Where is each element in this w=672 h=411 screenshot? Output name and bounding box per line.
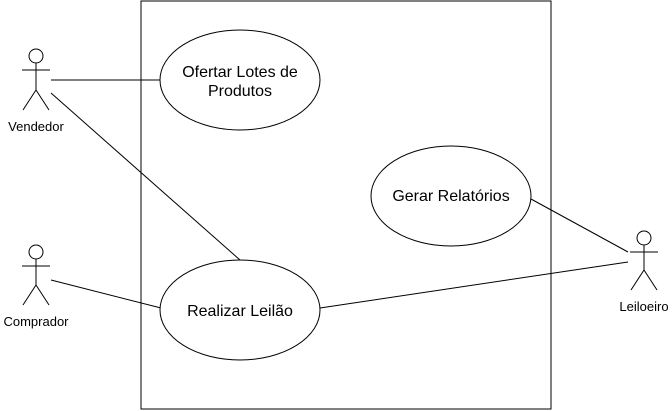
use-case-gerar-label: Gerar Relatórios (392, 188, 509, 205)
use-case-ofertar-label-line1: Ofertar Lotes de (182, 64, 298, 81)
assoc-gerar-leiloeiro (530, 198, 629, 253)
system-boundary (140, 0, 552, 410)
actor-comprador: Comprador (3, 244, 69, 329)
use-case-ofertar-label-line2: Produtos (208, 83, 272, 100)
actor-leiloeiro: Leiloeiro (619, 230, 669, 314)
use-case-realizar-leilao: Realizar Leilão (159, 259, 321, 361)
actor-vendedor: Vendedor (8, 48, 64, 134)
stick-figure-icon (630, 230, 658, 291)
assoc-vendedor-realizar (50, 92, 241, 261)
stick-figure-icon (22, 244, 50, 306)
use-case-gerar-relatorios: Gerar Relatórios (370, 145, 532, 247)
stick-figure-icon (22, 48, 50, 111)
assoc-comprador-realizar (50, 279, 162, 309)
actor-leiloeiro-label: Leiloeiro (619, 299, 668, 314)
actor-vendedor-label: Vendedor (8, 119, 64, 134)
actor-comprador-label: Comprador (3, 314, 69, 329)
use-case-ofertar-lotes: Ofertar Lotes de Produtos (159, 29, 321, 131)
assoc-realizar-leiloeiro (319, 261, 629, 309)
use-case-realizar-label: Realizar Leilão (187, 303, 293, 320)
